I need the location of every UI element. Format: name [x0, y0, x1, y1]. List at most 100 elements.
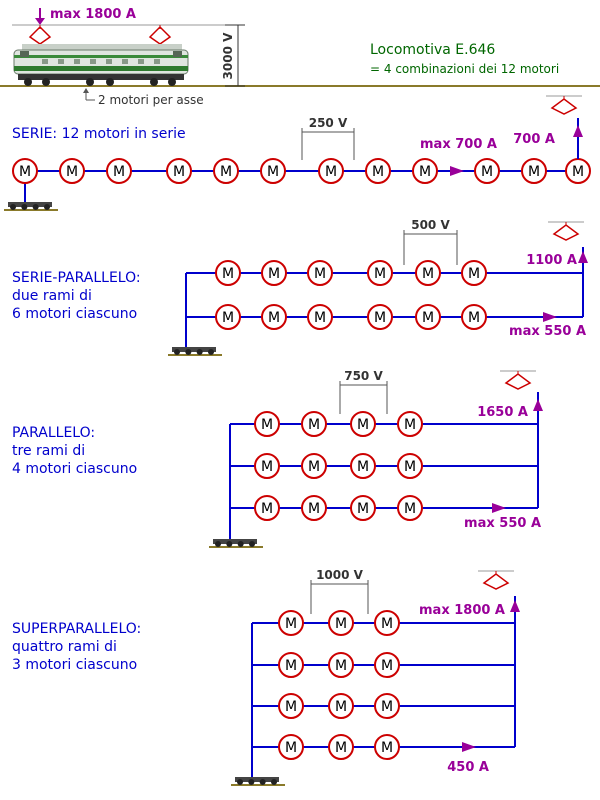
- motor-circle: [415, 260, 441, 286]
- motor-circle: [397, 411, 423, 437]
- bogie-wheel: [21, 204, 28, 210]
- motor-circle: [461, 260, 487, 286]
- motor-label: M: [419, 164, 431, 180]
- motor-circle: [374, 652, 400, 678]
- motor-12: M: [565, 158, 591, 184]
- motor-circle: [367, 260, 393, 286]
- motor-circle: [301, 411, 327, 437]
- motor-8: M: [365, 158, 391, 184]
- superparallelo-label-1: SUPERPARALLELO:: [12, 621, 141, 637]
- current-arrow-up: [578, 251, 588, 263]
- motor-circle: [301, 453, 327, 479]
- motor-b2-1: M: [254, 453, 280, 479]
- ground-symbol: [4, 202, 58, 211]
- motor-label: M: [222, 310, 234, 326]
- motor-circle: [350, 495, 376, 521]
- bogie-wheel: [249, 541, 255, 547]
- motor-label: M: [173, 164, 185, 180]
- branch-current-label: max 550 A: [509, 324, 586, 339]
- serie-parallelo-label-2: due rami di: [12, 288, 92, 304]
- motor-circle: [374, 610, 400, 636]
- top-current-label: 1100 A: [526, 253, 577, 268]
- branch-current-arrow: [543, 312, 557, 322]
- motor-b4-2: M: [328, 734, 354, 760]
- locomotive-icon: [13, 25, 189, 86]
- motor-circle: [412, 158, 438, 184]
- superparallelo-label-3: 3 motori ciascuno: [12, 657, 137, 673]
- motor-b1-4: M: [367, 260, 393, 286]
- motor-b1-3: M: [374, 610, 400, 636]
- motor-label: M: [261, 501, 273, 517]
- locomotive-subtitle: = 4 combinazioni dei 12 motori: [370, 62, 559, 76]
- motor-label: M: [285, 658, 297, 674]
- motor-circle: [318, 158, 344, 184]
- max-current-label: max 1800 A: [50, 7, 136, 22]
- bogie-wheel: [248, 779, 255, 785]
- motor-label: M: [381, 616, 393, 632]
- bogie-wheel: [174, 349, 180, 355]
- motor-1: M: [12, 158, 38, 184]
- pantograph-shape: [504, 373, 532, 390]
- top-current-label: max 1800 A: [419, 603, 505, 618]
- axle-note: 2 motori per asse: [98, 93, 204, 107]
- ground-symbol: [209, 539, 263, 548]
- pantograph-icon: [500, 370, 536, 390]
- motor-label: M: [314, 266, 326, 282]
- pantograph-shape: [482, 573, 510, 590]
- motor-b4-3: M: [374, 734, 400, 760]
- motor-label: M: [404, 501, 416, 517]
- motor-label: M: [113, 164, 125, 180]
- voltage-indicator: 3000 V: [221, 24, 245, 87]
- motor-circle: [106, 158, 132, 184]
- top-current-label: 700 A: [513, 132, 555, 147]
- voltage-label: 3000 V: [221, 32, 235, 80]
- branch-current-label: max 700 A: [420, 137, 497, 152]
- motor-circle: [367, 304, 393, 330]
- motor-label: M: [572, 164, 584, 180]
- bogie-wheel: [226, 541, 233, 547]
- bogie-wheel: [10, 204, 16, 210]
- pantograph-icon: [546, 95, 582, 115]
- motor-b2-3: M: [307, 304, 333, 330]
- motor-b3-2: M: [328, 693, 354, 719]
- motor-label: M: [285, 616, 297, 632]
- motor-circle: [166, 158, 192, 184]
- motor-circle: [215, 304, 241, 330]
- header: max 1800 A: [0, 7, 600, 107]
- motor-b1-2: M: [261, 260, 287, 286]
- pantograph-shape: [552, 224, 580, 241]
- motor-b2-5: M: [415, 304, 441, 330]
- branch-current-label: 450 A: [447, 760, 489, 775]
- current-arrow-up: [533, 399, 543, 411]
- motor-b3-2: M: [301, 495, 327, 521]
- volt-per-motor-label: 1000 V: [316, 568, 364, 582]
- motor-label: M: [220, 164, 232, 180]
- motor-circle: [12, 158, 38, 184]
- motor-label: M: [374, 266, 386, 282]
- motor-b2-4: M: [367, 304, 393, 330]
- bogie-body: [235, 777, 279, 782]
- motor-label: M: [267, 164, 279, 180]
- motor-10: M: [474, 158, 500, 184]
- volt-bracket: 250 V: [301, 116, 355, 160]
- motor-b1-1: M: [278, 610, 304, 636]
- motor-label: M: [468, 266, 480, 282]
- motor-b2-3: M: [374, 652, 400, 678]
- pantograph-icon: [478, 570, 514, 590]
- motor-circle: [328, 693, 354, 719]
- ground-symbol: [231, 777, 285, 786]
- motor-circle: [397, 495, 423, 521]
- branch-current-arrow: [450, 166, 464, 176]
- motor-b1-1: M: [215, 260, 241, 286]
- motor-b4-1: M: [278, 734, 304, 760]
- motor-label: M: [335, 616, 347, 632]
- parallelo-label-1: PARALLELO:: [12, 425, 95, 441]
- motor-label: M: [308, 459, 320, 475]
- current-arrow-up: [573, 125, 583, 137]
- serie-label: SERIE: 12 motori in serie: [12, 126, 186, 142]
- motor-label: M: [422, 310, 434, 326]
- motor-circle: [397, 453, 423, 479]
